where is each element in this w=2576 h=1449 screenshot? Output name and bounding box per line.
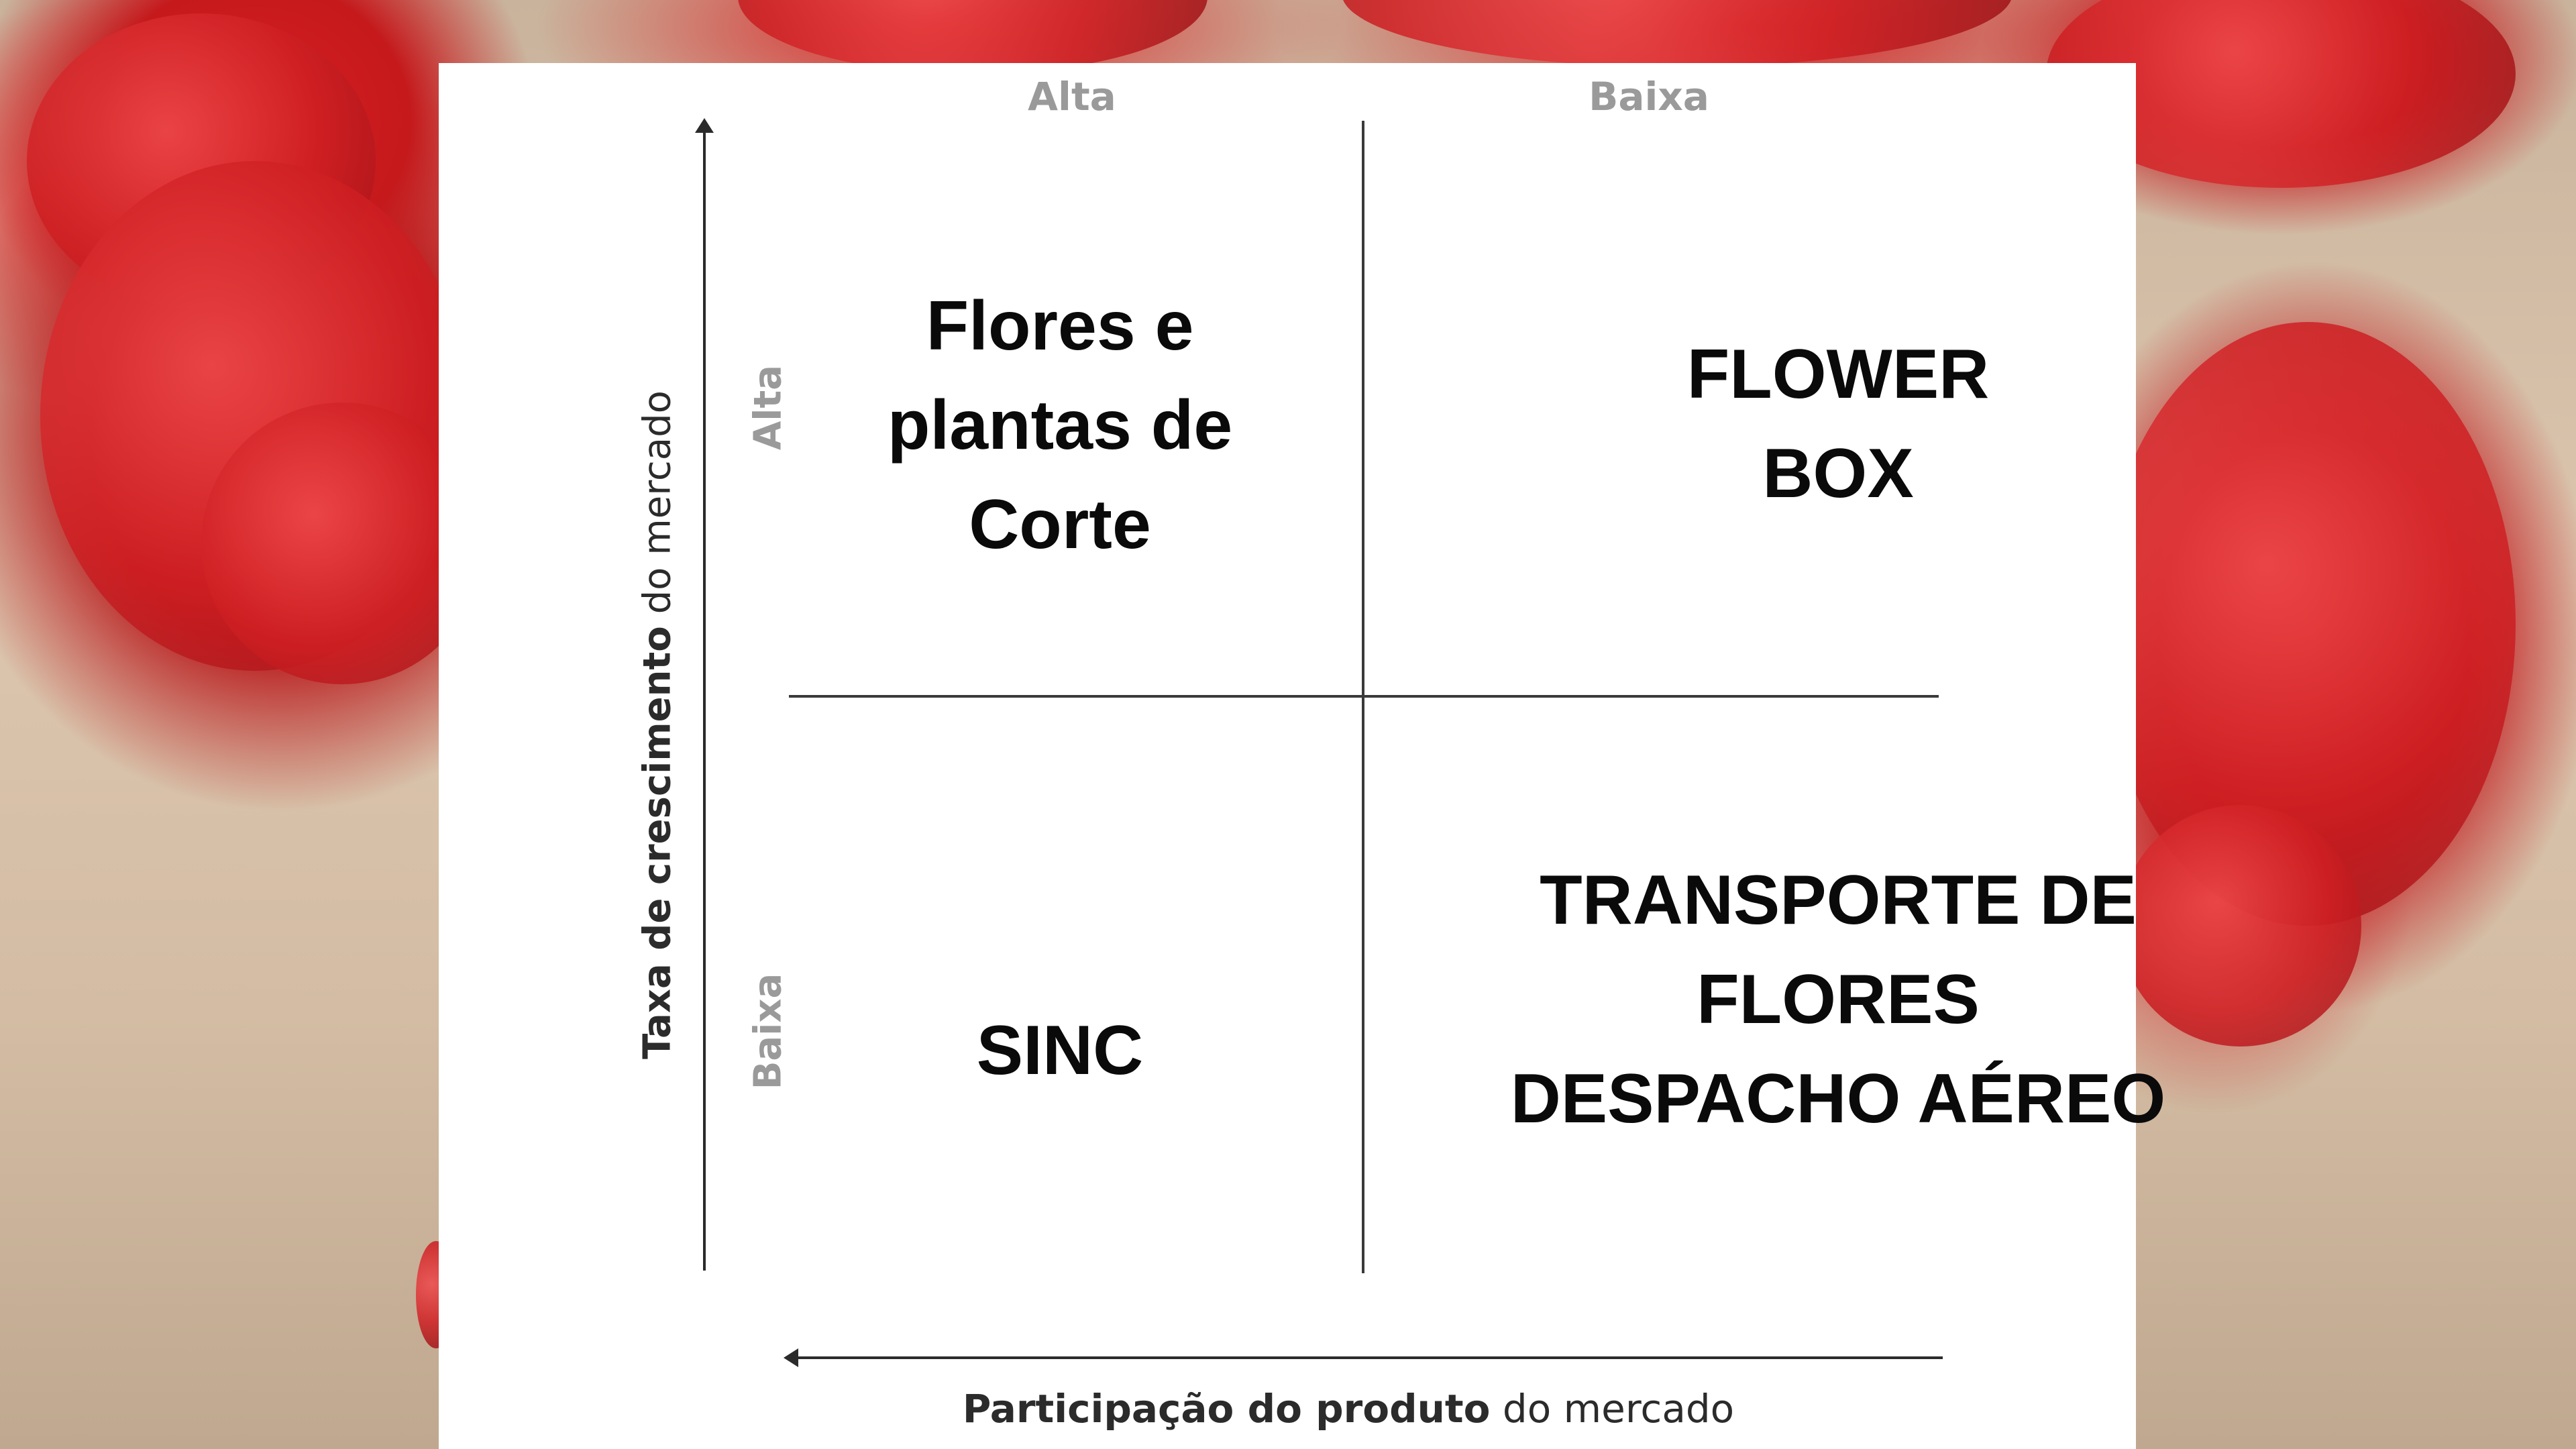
x-axis-line [798,1356,1943,1359]
quadrant-top-left-label: Flores e plantas de Corte [887,287,1233,564]
x-axis-title: Participação do produto do mercado [962,1386,1735,1432]
x-axis-arrow-icon [784,1348,798,1367]
y-axis-title: Taxa de crescimento do mercado [635,390,680,1059]
row-label-low: Baixa [746,973,790,1090]
column-label-low: Baixa [1589,74,1709,119]
y-axis-arrow-icon [695,118,714,133]
quadrant-divider-horizontal [789,695,1939,698]
row-label-high: Alta [746,364,790,451]
bcg-matrix-panel [439,63,2136,1449]
column-label-high: Alta [1028,74,1116,119]
quadrant-top-right-label: FLOWER BOX [1686,335,1990,513]
y-axis-line [703,131,706,1271]
quadrant-bottom-right-label: TRANSPORTE DE FLORES DESPACHO AÉREO [1510,861,2166,1138]
quadrant-bottom-left-label: SINC [976,1012,1144,1089]
